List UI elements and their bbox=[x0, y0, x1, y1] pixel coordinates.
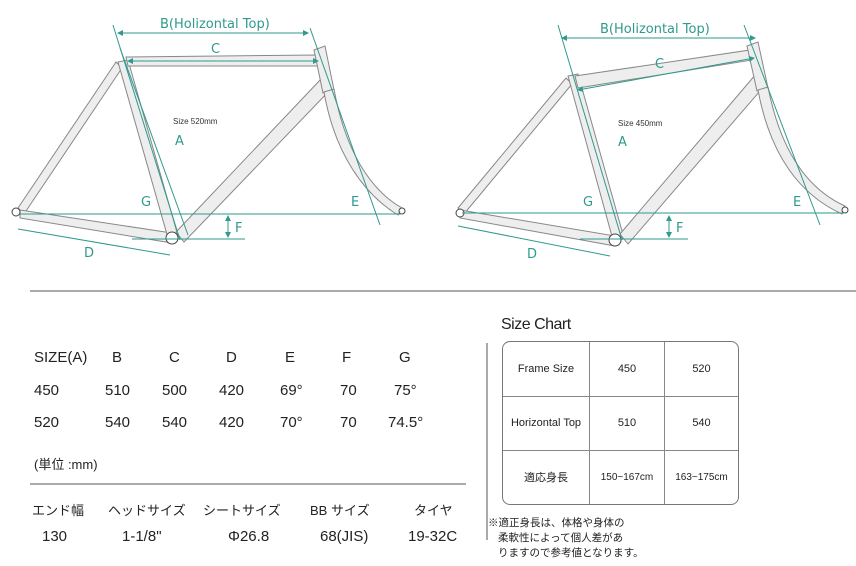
parts-value: 1-1/8" bbox=[122, 528, 162, 545]
parts-header: エンド幅 bbox=[32, 503, 85, 518]
label-e-520: E bbox=[351, 195, 359, 210]
size-chart-note: ※適正身長は、体格や身体の 柔軟性によって個人差があ りますので参考値となります… bbox=[488, 516, 728, 561]
label-d-520: D bbox=[84, 246, 94, 261]
dimensions-520 bbox=[17, 24, 402, 256]
size-chart-row: 適応身長 150~167cm 163~175cm bbox=[503, 450, 738, 504]
label-g-520: G bbox=[141, 195, 151, 210]
label-e-450: E bbox=[793, 195, 801, 210]
geo-cell: 520 bbox=[34, 414, 60, 431]
geo-cell: 70 bbox=[340, 414, 357, 431]
geo-cell: 540 bbox=[105, 414, 131, 431]
size-chart-cell: 適応身長 bbox=[503, 450, 590, 504]
size-chart-cell: 163~175cm bbox=[675, 471, 728, 483]
size-label-450: Size 450mm bbox=[618, 119, 663, 128]
note-line: 柔軟性によって個人差があ bbox=[498, 532, 624, 544]
geo-cell: 70 bbox=[340, 382, 357, 399]
geo-cell: 420 bbox=[219, 414, 245, 431]
geo-header: C bbox=[169, 349, 180, 366]
geo-cell: 450 bbox=[34, 382, 60, 399]
geo-header: SIZE(A) bbox=[34, 349, 88, 366]
parts-header: タイヤ bbox=[414, 503, 453, 518]
size-chart-row: Frame Size 450 520 bbox=[503, 342, 738, 397]
geo-cell: 500 bbox=[162, 382, 188, 399]
size-label-520: Size 520mm bbox=[173, 117, 218, 126]
size-chart-cell: Horizontal Top bbox=[503, 396, 590, 450]
parts-value: 68(JIS) bbox=[320, 528, 369, 545]
geo-header: D bbox=[226, 349, 237, 366]
size-chart-table: Frame Size 450 520 Horizontal Top 510 54… bbox=[502, 341, 739, 505]
parts-value: 130 bbox=[42, 528, 68, 545]
label-f-520: F bbox=[235, 221, 242, 236]
label-a-520: A bbox=[175, 134, 184, 149]
unit-label: (単位 :mm) bbox=[34, 457, 98, 472]
label-b-520: B(Holizontal Top) bbox=[160, 17, 270, 32]
dimensions-450 bbox=[457, 24, 845, 257]
label-d-450: D bbox=[527, 247, 537, 262]
geo-cell: 70° bbox=[280, 414, 303, 431]
size-chart-cell: 510 bbox=[590, 396, 665, 450]
size-chart-row: Horizontal Top 510 540 bbox=[503, 396, 738, 451]
label-c-450: C bbox=[655, 57, 664, 72]
parts-header: BB サイズ bbox=[310, 503, 370, 518]
geo-cell: 69° bbox=[280, 382, 303, 399]
label-f-450: F bbox=[676, 221, 683, 236]
parts-value: Φ26.8 bbox=[228, 528, 270, 545]
parts-header: シートサイズ bbox=[203, 503, 281, 518]
size-chart-cell: 520 bbox=[692, 363, 711, 375]
geo-cell: 510 bbox=[105, 382, 131, 399]
geo-cell: 420 bbox=[219, 382, 245, 399]
label-g-450: G bbox=[583, 195, 593, 210]
parts-value: 19-32C bbox=[408, 528, 458, 545]
geo-cell: 75° bbox=[394, 382, 417, 399]
label-b-450: B(Holizontal Top) bbox=[600, 22, 710, 37]
geo-header: B bbox=[112, 349, 123, 366]
geo-header: F bbox=[342, 349, 352, 366]
geo-header: G bbox=[399, 349, 411, 366]
geo-cell: 74.5° bbox=[388, 414, 424, 431]
size-chart-cell: 540 bbox=[692, 417, 711, 429]
geo-cell: 540 bbox=[162, 414, 188, 431]
note-line: りますので参考値となります。 bbox=[498, 547, 644, 559]
parts-header: ヘッドサイズ bbox=[108, 503, 186, 518]
size-chart-cell: 150~167cm bbox=[590, 450, 665, 504]
geo-header: E bbox=[285, 349, 296, 366]
size-chart-cell: 450 bbox=[590, 342, 665, 396]
size-chart-title: Size Chart bbox=[501, 316, 571, 333]
note-line: ※適正身長は、体格や身体の bbox=[488, 517, 625, 529]
size-chart-cell: Frame Size bbox=[503, 342, 590, 396]
label-c-520: C bbox=[211, 42, 220, 57]
label-a-450: A bbox=[618, 135, 627, 150]
